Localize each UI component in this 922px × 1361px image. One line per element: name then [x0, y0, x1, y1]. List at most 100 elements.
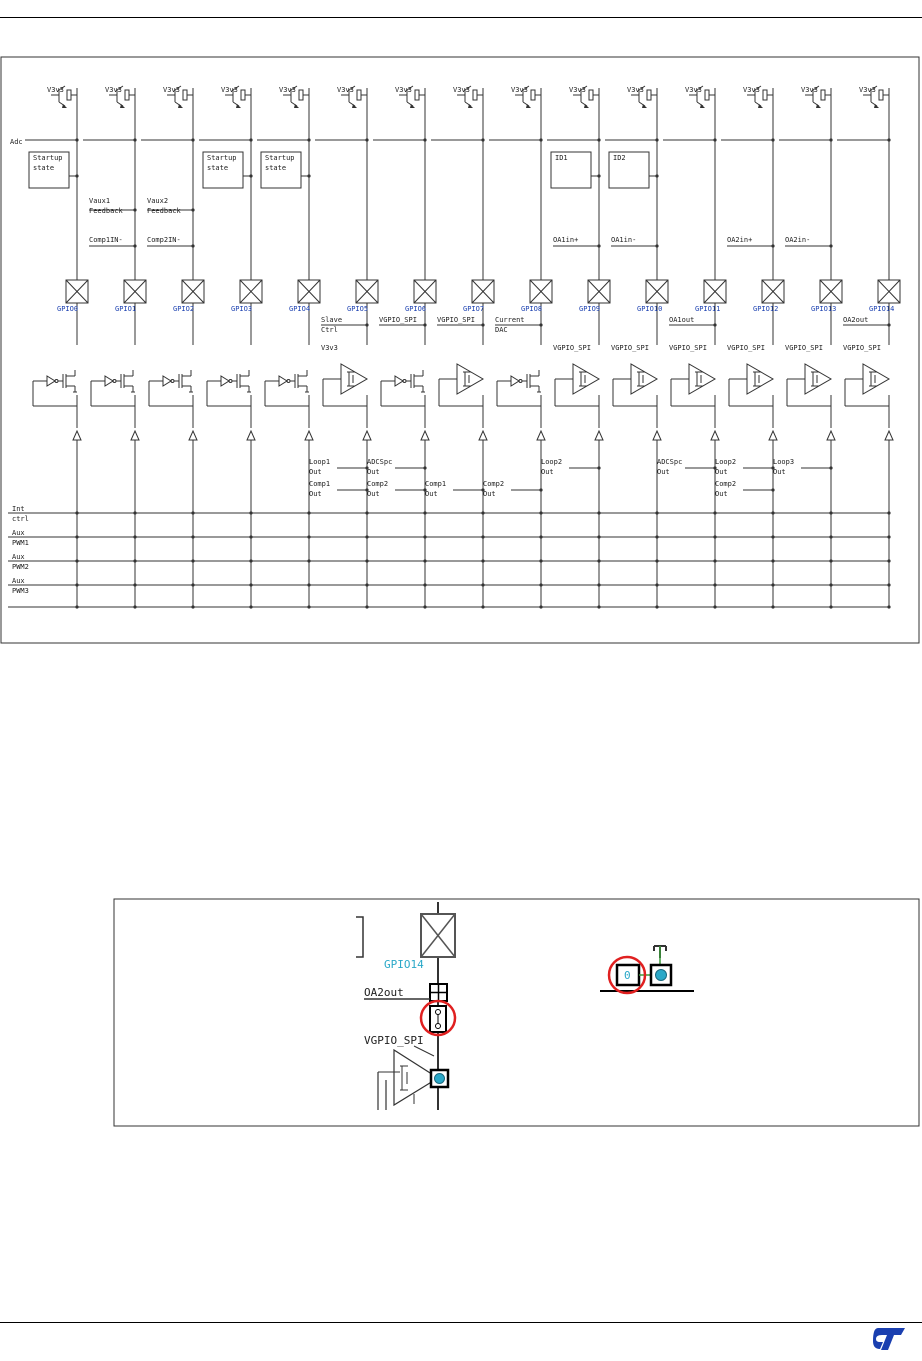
- junction-dot: [133, 535, 137, 539]
- driver-icon: [728, 363, 775, 407]
- gpio-pad-icon: [877, 279, 901, 304]
- inverter-bubble: [286, 379, 291, 383]
- switch-gate: [182, 89, 188, 101]
- gpio-pad-icon: [587, 279, 611, 304]
- signal-label: Comp1IN-: [89, 236, 123, 244]
- signal-label: Slave: [321, 316, 342, 324]
- junction-dot: [133, 583, 137, 587]
- buffer: [862, 363, 891, 395]
- gpio-pad-icon: [355, 279, 379, 304]
- pad-cross: [181, 279, 205, 304]
- signal-label: Comp1: [425, 480, 446, 488]
- junction-dot: [191, 138, 195, 142]
- buffer-triangle-icon: [130, 429, 140, 441]
- supply-switch-icon: [399, 85, 426, 112]
- switch-line: [870, 85, 878, 91]
- junction-dot: [307, 605, 311, 609]
- junction-dot: [481, 559, 485, 563]
- switch-arrow: [410, 104, 415, 108]
- switch-gate: [878, 89, 884, 101]
- signal-label: Feedback: [89, 207, 124, 215]
- junction-dot: [75, 583, 79, 587]
- supply-label: V3v3: [105, 86, 122, 94]
- buffer-triangle-icon: [652, 429, 662, 441]
- junction-dot: [887, 605, 891, 609]
- switch-gate: [588, 89, 594, 101]
- junction-dot: [191, 535, 195, 539]
- supply-switch-icon: [573, 85, 600, 112]
- junction-dot: [249, 511, 253, 515]
- junction-dot: [481, 488, 485, 492]
- buffer-triangle-icon: [246, 429, 256, 441]
- pad-cross: [703, 279, 727, 304]
- supply-switch-icon: [457, 85, 484, 112]
- junction-dot: [481, 138, 485, 142]
- gpio-pad-icon: [123, 279, 147, 304]
- switch-line: [116, 85, 124, 91]
- signal-label: Vaux2: [147, 197, 168, 205]
- junction-dot: [771, 559, 775, 563]
- supply-switch-icon: [805, 85, 832, 112]
- switch-line: [522, 85, 530, 91]
- junction-dot: [423, 583, 427, 587]
- junction-dot: [771, 138, 775, 142]
- switch-arrow: [294, 104, 299, 108]
- buffer: [340, 363, 369, 395]
- signal-label: Out: [541, 468, 554, 476]
- junction-dot: [423, 559, 427, 563]
- supply-label: V3v3: [47, 86, 64, 94]
- junction-dot: [133, 559, 137, 563]
- signal-label: Loop2: [715, 458, 736, 466]
- gpio-pad-icon: [65, 279, 89, 304]
- junction-dot: [75, 511, 79, 515]
- signal-label: Out: [715, 468, 728, 476]
- buffer-triangle-icon: [362, 429, 372, 441]
- junction-dot: [307, 535, 311, 539]
- pad-cross: [587, 279, 611, 304]
- signal-label: Ctrl: [321, 326, 338, 334]
- buffer-triangle-icon: [826, 429, 836, 441]
- junction-dot: [249, 605, 253, 609]
- switch-gate: [530, 89, 536, 101]
- inverter: [220, 375, 230, 387]
- junction-dot: [423, 488, 427, 492]
- junction-dot: [713, 535, 717, 539]
- junction-dot: [597, 583, 601, 587]
- state-block: [202, 151, 244, 189]
- junction-dot: [365, 559, 369, 563]
- junction-dot: [133, 244, 137, 248]
- junction-dot: [539, 323, 543, 327]
- gpio-label: GPIO5: [347, 305, 368, 313]
- switch-line: [290, 85, 298, 91]
- signal-label: DAC: [495, 326, 508, 334]
- block-label: state: [33, 164, 54, 172]
- block-label: ID2: [613, 154, 626, 162]
- gpio-label: GPIO8: [521, 305, 542, 313]
- buffer-triangle-icon: [710, 429, 720, 441]
- switch-gate: [704, 89, 710, 101]
- junction-dot: [597, 244, 601, 248]
- inverter: [46, 375, 56, 387]
- pad-cross: [420, 913, 456, 958]
- signal-label: Out: [425, 490, 438, 498]
- zero-glyph: 0: [624, 969, 631, 982]
- pad-cross: [819, 279, 843, 304]
- junction-dot: [829, 583, 833, 587]
- gpio-label: GPIO6: [405, 305, 426, 313]
- buffer-triangle-icon: [478, 429, 488, 441]
- junction-dot: [829, 138, 833, 142]
- junction-dot: [713, 583, 717, 587]
- pad-node-fill: [434, 1073, 445, 1084]
- buffer-triangle-icon: [594, 429, 604, 441]
- junction-dot: [771, 511, 775, 515]
- signal-label: Out: [309, 468, 322, 476]
- junction-dot: [365, 583, 369, 587]
- supply-switch-icon: [515, 85, 542, 112]
- driver-icon: [554, 363, 601, 407]
- gpio-pad-icon: [819, 279, 843, 304]
- driver-supply-label: VGPIO_SPI: [669, 344, 707, 352]
- supply-label: V3v3: [685, 86, 702, 94]
- signal-label: Out: [367, 468, 380, 476]
- gpio-label: GPIO9: [579, 305, 600, 313]
- junction-dot: [307, 174, 311, 178]
